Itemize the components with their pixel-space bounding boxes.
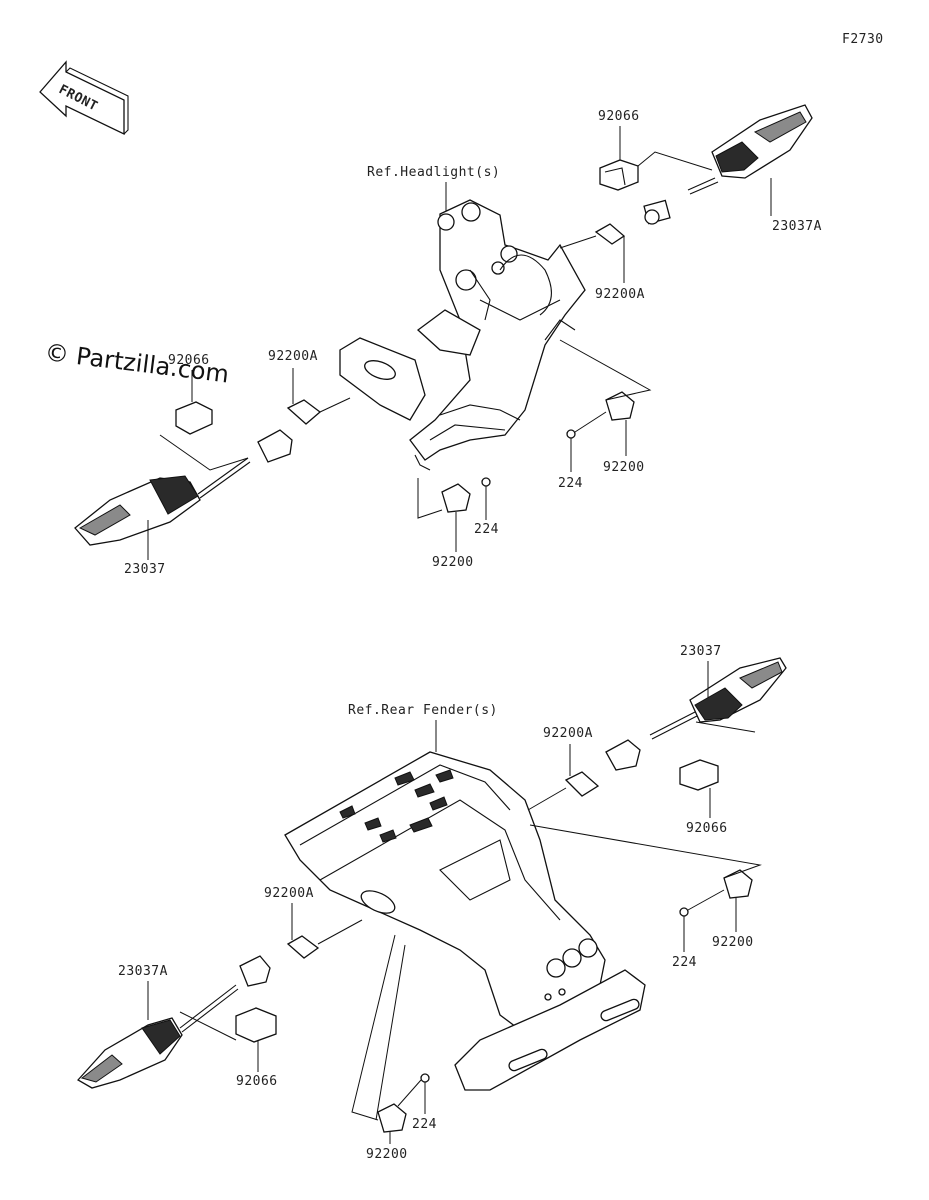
rear-fender [284, 751, 646, 1091]
callout-bottom-right-signal: 23037 [680, 644, 722, 659]
callout-bottom-left-signal: 23037A [118, 964, 168, 979]
bottom-left-plate [286, 935, 320, 959]
bottom-left-connector [235, 1007, 277, 1043]
top-left-connector [175, 401, 213, 435]
callout-bottom-left-connector: 92066 [236, 1074, 278, 1089]
callout-bottom-mid-bracket: 92200 [366, 1147, 408, 1162]
callout-bottom-right-screw: 224 [672, 955, 697, 970]
bottom-right-bracket [679, 869, 753, 917]
callout-bottom-right-connector: 92066 [686, 821, 728, 836]
callout-bottom-right-plate: 92200A [543, 726, 593, 741]
ref-rear-fender-label: Ref.Rear Fender(s) [348, 703, 498, 718]
top-right-turn-signal [643, 104, 813, 225]
bottom-right-connector [679, 759, 719, 791]
callout-top-right-signal: 23037A [772, 219, 822, 234]
bottom-right-turn-signal [605, 657, 787, 771]
top-right-bracket [566, 391, 635, 439]
ref-headlight-label: Ref.Headlight(s) [367, 165, 500, 180]
top-right-connector [599, 159, 639, 191]
callout-top-left-plate: 92200A [268, 349, 318, 364]
top-middle-bracket [441, 477, 491, 513]
top-left-turn-signal [74, 429, 293, 546]
figure-code: F2730 [842, 32, 884, 47]
bottom-left-turn-signal [76, 955, 271, 1089]
callout-bottom-right-bracket: 92200 [712, 935, 754, 950]
callout-top-right-screw: 224 [558, 476, 583, 491]
bottom-right-plate [564, 771, 600, 797]
bottom-middle-bracket [377, 1073, 430, 1133]
callout-top-mid-bracket: 92200 [432, 555, 474, 570]
callout-top-left-connector: 92066 [168, 353, 210, 368]
callout-top-left-signal: 23037 [124, 562, 166, 577]
callout-top-right-plate: 92200A [595, 287, 645, 302]
callout-top-mid-screw: 224 [474, 522, 499, 537]
callout-bottom-mid-screw: 224 [412, 1117, 437, 1132]
callout-bottom-left-plate: 92200A [264, 886, 314, 901]
callout-top-right-connector: 92066 [598, 109, 640, 124]
callout-top-right-bracket: 92200 [603, 460, 645, 475]
top-right-plate [594, 223, 626, 245]
headlight-bracket-frame [339, 199, 586, 471]
front-arrow-icon: FRONT [39, 60, 129, 136]
